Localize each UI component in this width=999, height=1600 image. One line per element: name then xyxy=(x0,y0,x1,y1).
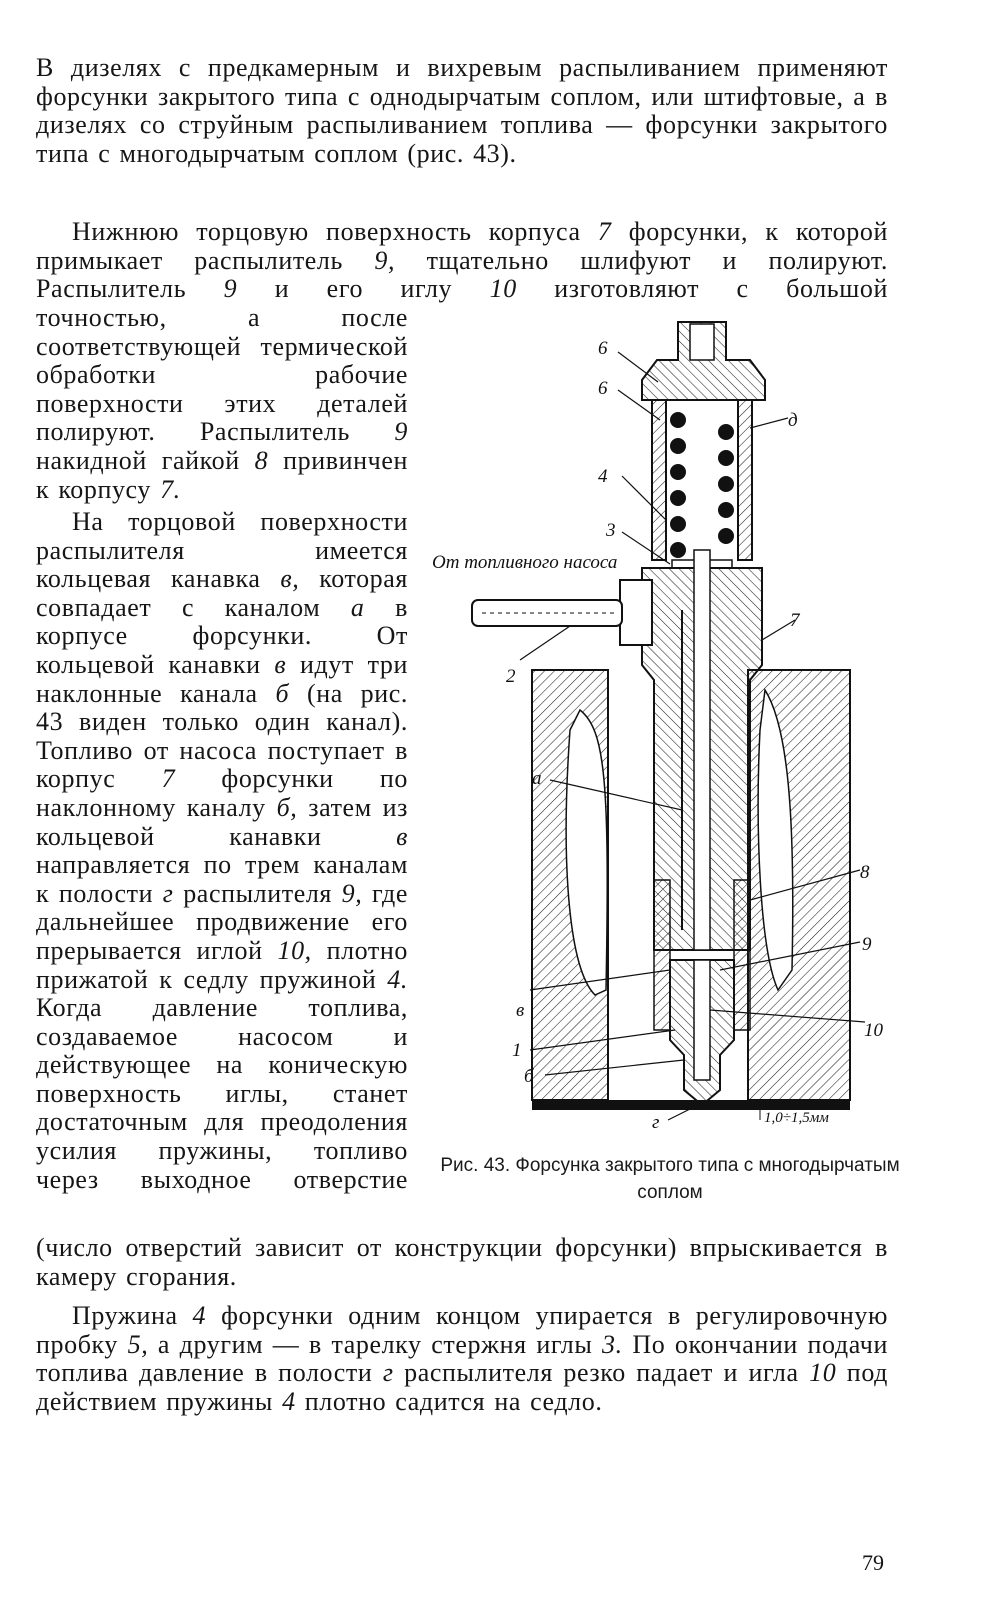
text-run: идут три наклонные канала xyxy=(36,649,409,708)
part-number: 5, xyxy=(127,1329,149,1359)
nozzle-nut xyxy=(733,879,751,1031)
paragraph-intro: В дизелях с предкамерным и вихревым расп… xyxy=(36,53,888,168)
text-run: под действием пружины xyxy=(36,1358,888,1416)
page-number: 79 xyxy=(862,1550,884,1575)
injector-figure: 6 6 4 3 2 а в 1 б г д 7 8 9 10 От топлив… xyxy=(420,310,900,1150)
part-number: 9 xyxy=(223,274,238,304)
paragraph-fuel-flow-end: (число отверстий зависит от конструкции … xyxy=(36,1233,888,1291)
text-run: тщательно шлифуют и полируют. Распылител… xyxy=(36,245,888,304)
text-run: На торцовой поверхности распылителя имее… xyxy=(36,507,408,594)
part-number: 10 xyxy=(489,274,517,304)
nozzle-nut xyxy=(653,879,671,1031)
part-number: 10 xyxy=(809,1358,837,1388)
label-8: 8 xyxy=(860,862,870,883)
part-number: 7. xyxy=(160,474,181,504)
paragraph-polishing: Нижнюю торцовую поверхность корпуса 7 фо… xyxy=(36,217,888,304)
paragraph-fuel-flow: На торцовой поверхности распылителя имее… xyxy=(36,507,409,1194)
label-6: 6 xyxy=(598,338,608,359)
text-run: которая совпадает с каналом xyxy=(36,564,408,622)
text-run: изготовляют с большой xyxy=(516,274,888,304)
part-letter: б xyxy=(275,678,290,708)
dimension-label: 1,0÷1,5мм xyxy=(764,1110,829,1126)
text-run: форсунки по наклонному каналу xyxy=(36,764,409,822)
label-6: 6 xyxy=(598,378,608,399)
label-10: 10 xyxy=(864,1020,884,1041)
text-run: а другим — в тарелку стержня иглы xyxy=(148,1329,603,1359)
part-letter: г xyxy=(382,1358,394,1388)
text-run: Нижнюю торцовую поверхность корпуса xyxy=(72,217,598,246)
label-3: 3 xyxy=(605,520,616,541)
paragraph-spring: Пружина 4 форсунки одним концом упираетс… xyxy=(36,1301,888,1416)
spring-housing xyxy=(651,399,667,561)
label-4: 4 xyxy=(598,466,608,487)
part-number: 4 xyxy=(282,1386,296,1416)
label-b: б xyxy=(524,1066,535,1087)
text-run: точностью, а после соответствующей терми… xyxy=(36,303,408,447)
part-letter: г xyxy=(162,878,174,908)
part-number: 7 xyxy=(597,217,612,246)
injector-drawing: 6 6 4 3 2 а в 1 б г д 7 8 9 10 От топлив… xyxy=(432,321,884,1133)
text-run: затем из кольцевой канавки xyxy=(36,792,408,851)
label-g: г xyxy=(652,1112,659,1133)
needle xyxy=(693,959,711,1081)
part-letter: в xyxy=(396,821,408,851)
part-number: 10, xyxy=(277,935,312,965)
label-1: 1 xyxy=(512,1040,522,1061)
part-number: 7 xyxy=(161,764,176,794)
fuel-supply-label: От топливного насоса xyxy=(432,552,617,573)
cap-nut xyxy=(641,321,766,401)
text-run: распылителя резко падает и игла xyxy=(393,1358,810,1388)
text-run: в корпусе форсунки. От кольцевой канавки xyxy=(36,592,408,679)
spring-coils xyxy=(670,412,734,558)
text-run: привинчен к корпусу xyxy=(36,445,408,504)
text-run: плотно прижатой к седлу пружиной xyxy=(36,935,409,994)
head-bottom xyxy=(532,1100,850,1110)
part-number: 8 xyxy=(254,445,269,475)
label-d: д xyxy=(788,410,798,431)
part-number: 3. xyxy=(602,1329,623,1359)
label-2: 2 xyxy=(506,666,516,687)
part-number: 4. xyxy=(387,964,408,994)
text-run: Когда давление топлива, создаваемое насо… xyxy=(36,993,408,1194)
text-run: плотно садится на седло. xyxy=(295,1386,603,1416)
text-run: направляется по трем каналам к полости xyxy=(36,850,408,908)
cooling-cavity xyxy=(565,708,608,996)
text-run: накидной гайкой xyxy=(36,445,255,475)
label-7: 7 xyxy=(790,610,801,631)
leader-lines xyxy=(519,351,866,1121)
label-v: в xyxy=(516,1000,524,1021)
figure-caption: Рис. 43. Форсунка закрытого типа с много… xyxy=(440,1155,900,1203)
cooling-cavity xyxy=(757,687,794,992)
text-run: форсунки, к которой примыкает распылител… xyxy=(36,217,888,275)
text-run: где дальнейшее продвижение его прерывает… xyxy=(36,878,408,965)
text-run: распылителя xyxy=(173,878,342,908)
adjusting-screw xyxy=(689,323,715,361)
part-letter: в xyxy=(274,649,287,679)
part-number: 9 xyxy=(394,417,408,447)
needle-stem xyxy=(693,549,711,951)
part-number: 9, xyxy=(374,245,396,275)
text-run: и его иглу xyxy=(237,274,490,304)
part-letter: б, xyxy=(276,792,298,822)
part-number: 4 xyxy=(192,1301,207,1330)
part-letter: а xyxy=(350,592,365,622)
part-letter: в, xyxy=(280,564,300,594)
spring-housing xyxy=(737,399,753,561)
fuel-inlet-fitting xyxy=(619,579,653,646)
text-run: По окончании подачи топлива давление в п… xyxy=(36,1329,888,1388)
part-number: 9, xyxy=(341,878,363,908)
text-run: Пружина xyxy=(72,1301,193,1330)
label-9: 9 xyxy=(862,934,872,955)
text-run: (на рис. 43 виден только один канал). То… xyxy=(36,678,409,794)
label-a: а xyxy=(532,768,542,789)
paragraph-polishing-continued: точностью, а после соответствующей терми… xyxy=(36,303,408,504)
text-run: форсунки одним концом упирается в регули… xyxy=(36,1301,888,1359)
